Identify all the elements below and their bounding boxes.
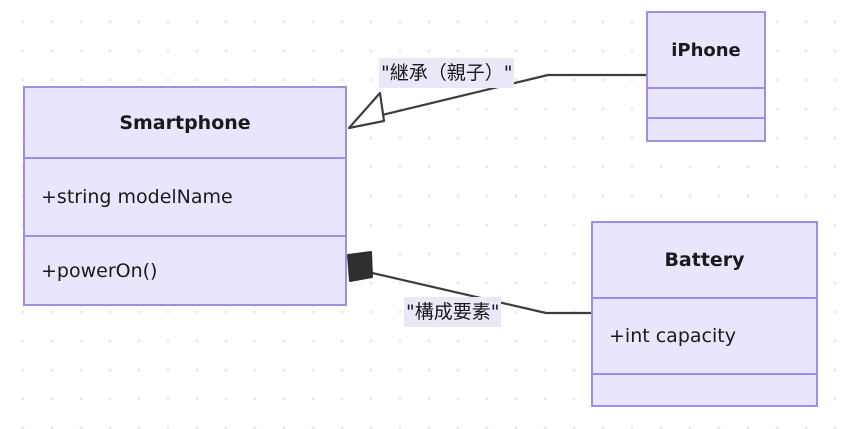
class-methods-iphone: [648, 117, 764, 140]
class-box-battery[interactable]: Battery +int capacity: [591, 221, 818, 407]
class-name-smartphone: Smartphone: [119, 111, 251, 134]
class-attributes-smartphone: +string modelName: [25, 157, 345, 235]
attribute-item: +string modelName: [41, 186, 233, 208]
attribute-item: +int capacity: [609, 325, 736, 347]
class-methods-smartphone: +powerOn(): [25, 235, 345, 304]
class-attributes-iphone: [648, 87, 764, 117]
hollow-triangle-arrowhead: [347, 91, 386, 130]
relationship-label-composition[interactable]: "構成要素": [404, 297, 502, 327]
relationship-label-inheritance[interactable]: "継承（親子）": [379, 58, 515, 88]
class-methods-battery: [593, 373, 816, 405]
class-box-smartphone[interactable]: Smartphone +string modelName +powerOn(): [23, 86, 347, 306]
filled-diamond-arrowhead: [347, 251, 373, 282]
class-box-iphone[interactable]: iPhone: [646, 11, 766, 142]
class-attributes-battery: +int capacity: [593, 297, 816, 373]
class-name-iphone: iPhone: [671, 39, 741, 61]
method-item: +powerOn(): [41, 259, 158, 282]
class-name-battery: Battery: [664, 249, 745, 271]
